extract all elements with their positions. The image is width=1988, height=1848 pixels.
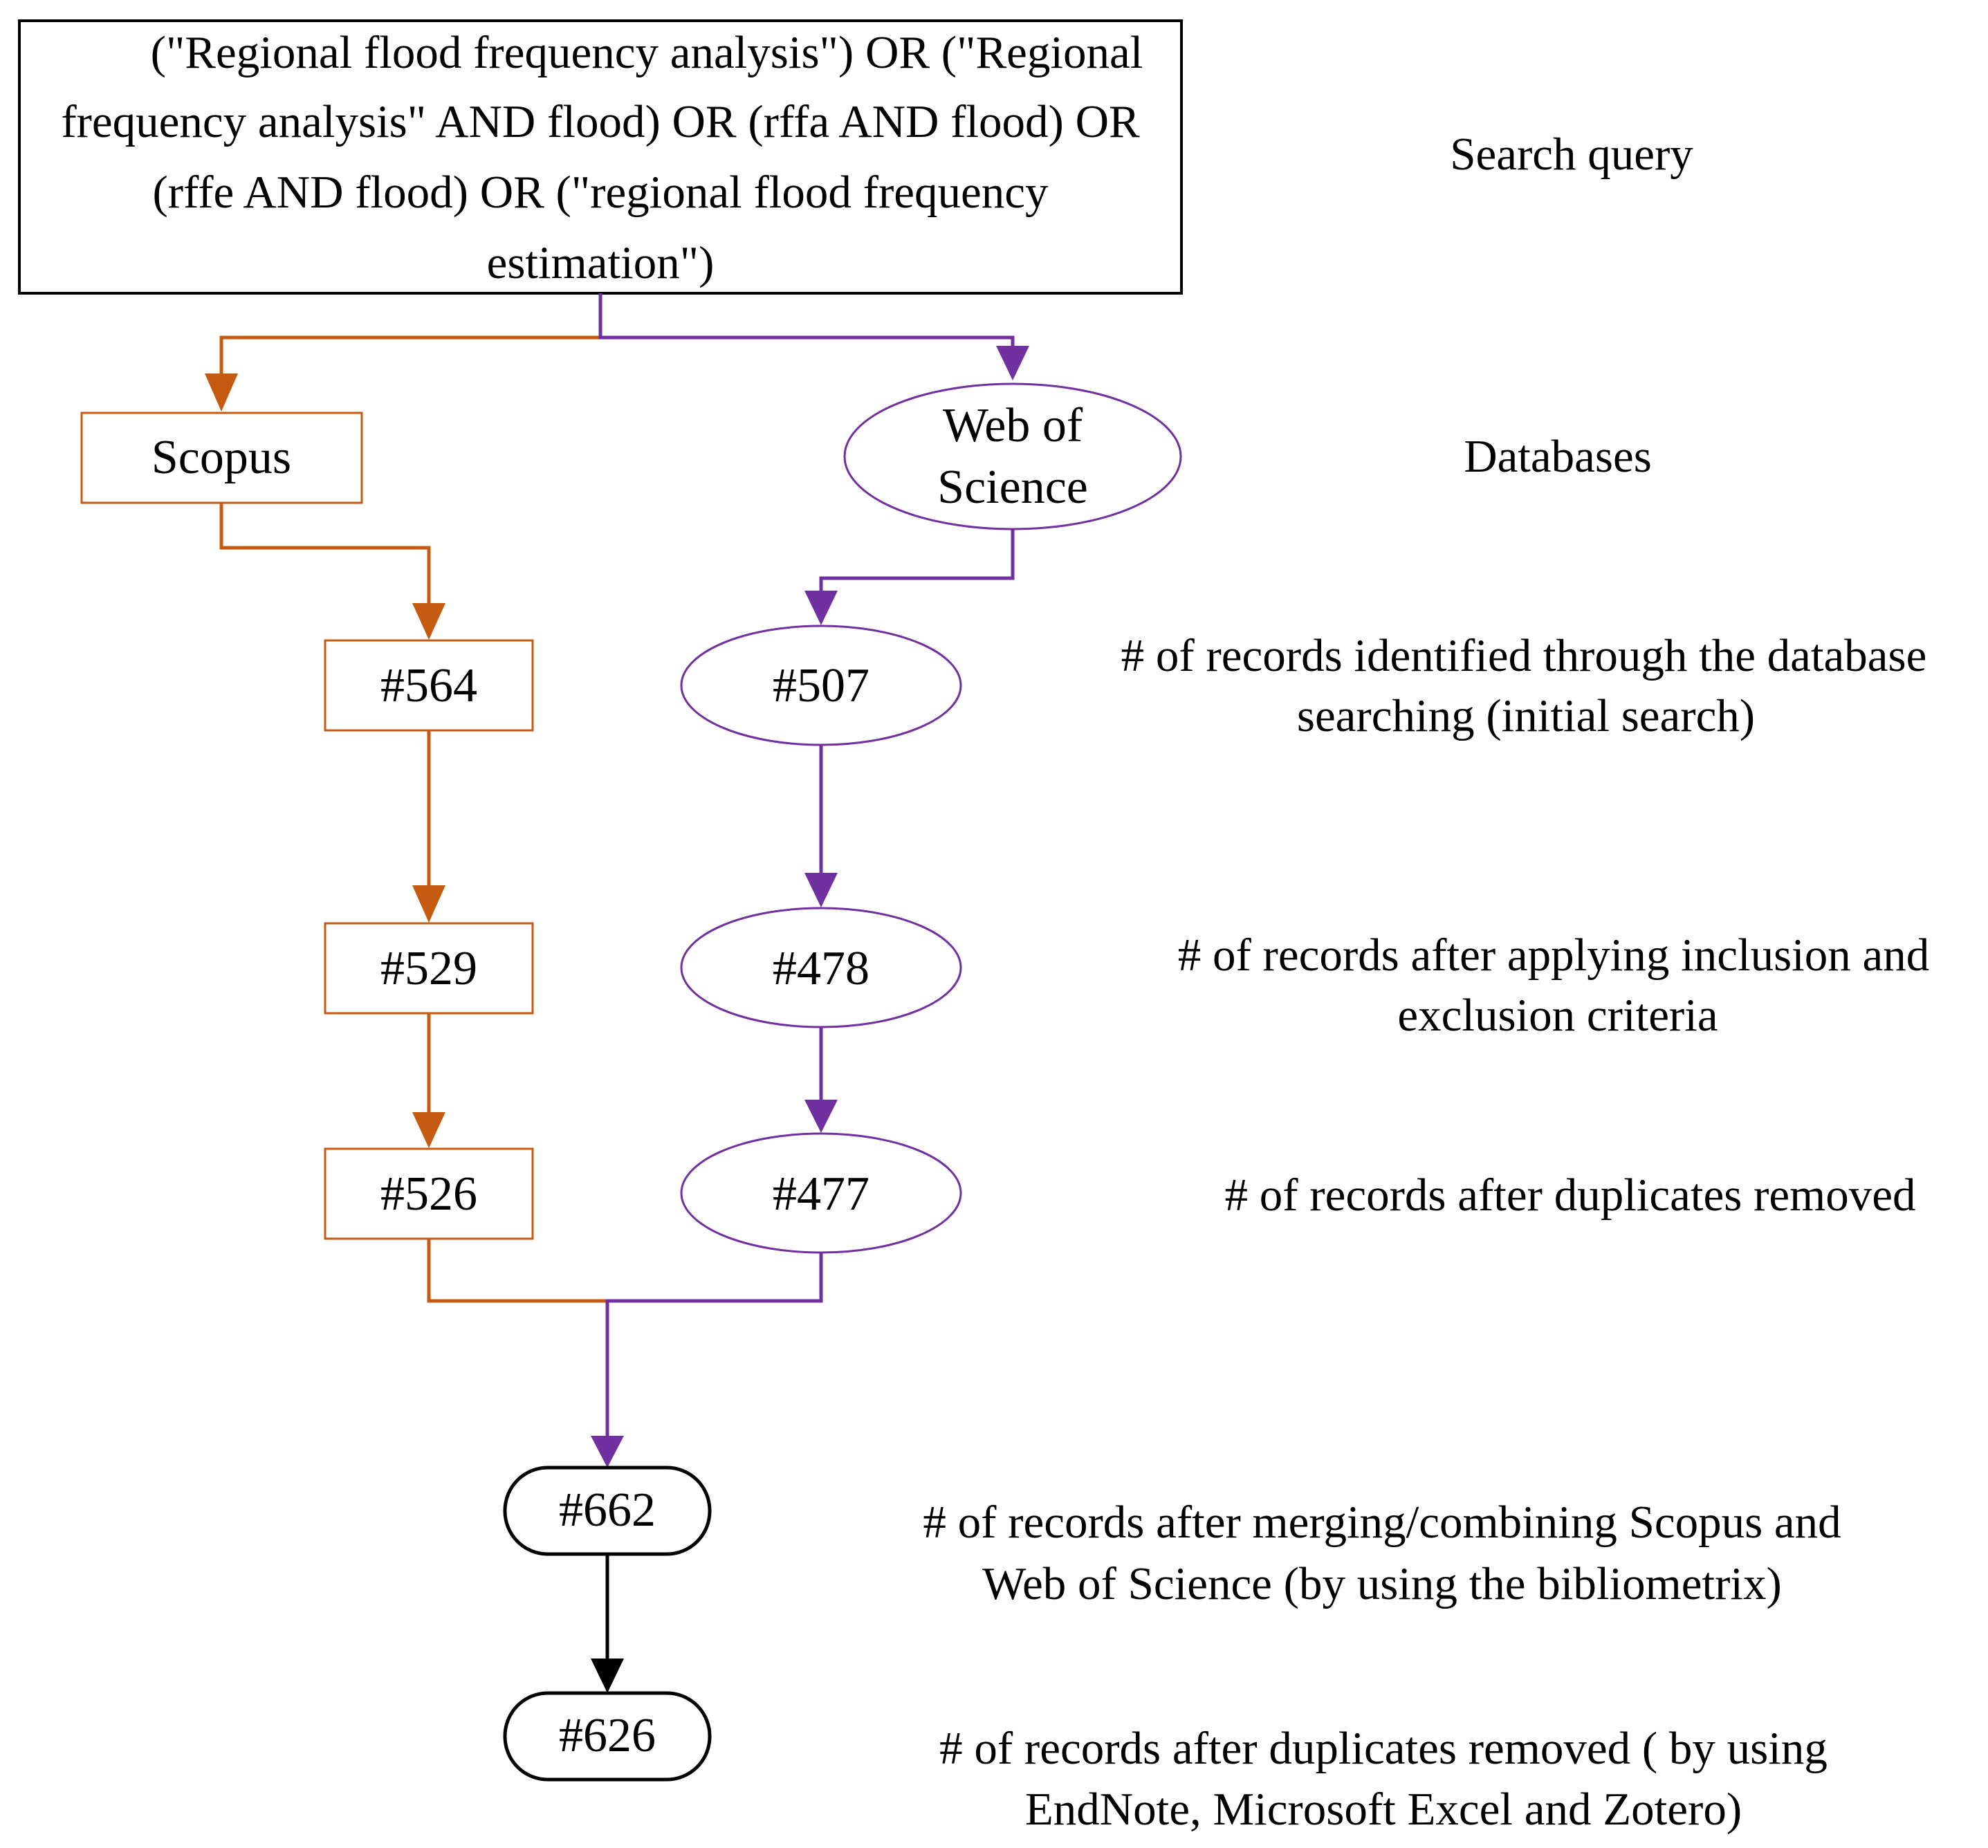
stage-label-merged-line-2: Web of Science (by using the bibliometri… (982, 1558, 1782, 1609)
wos-criteria-count: #478 (773, 942, 869, 995)
stage-label-initial-search-line-1: # of records identified through the data… (1121, 630, 1927, 681)
search-query-line-4: estimation") (487, 237, 715, 288)
scopus-initial-count: #564 (380, 659, 477, 712)
connector-526-to-merge (427, 1239, 607, 1303)
scopus-label: Scopus (151, 431, 291, 484)
connector-query-to-scopus (205, 335, 600, 412)
stage-label-initial-search-line-2: searching (initial search) (1297, 690, 1755, 741)
final-count-pill: #626 (503, 1691, 712, 1782)
connector-662-to-626 (591, 1554, 624, 1693)
connector-query-to-wos (598, 293, 1029, 380)
stage-label-criteria-line-1: # of records after applying inclusion an… (1178, 930, 1930, 981)
scopus-dedup-count-box: #526 (324, 1147, 534, 1240)
stage-label-merged-line-1: # of records after merging/combining Sco… (923, 1497, 1841, 1548)
merged-count-pill: #662 (503, 1466, 712, 1556)
final-count: #626 (559, 1709, 656, 1762)
merged-count: #662 (559, 1484, 656, 1537)
search-query-line-2: frequency analysis" AND flood) OR (rffa … (61, 96, 1140, 147)
connector-wos-to-507 (804, 529, 1015, 625)
stage-label-final-line-1: # of records after duplicates removed ( … (939, 1723, 1828, 1774)
wos-ellipse: Web of Science (843, 382, 1182, 530)
scopus-initial-count-box: #564 (324, 639, 534, 732)
scopus-dedup-count: #526 (380, 1167, 477, 1221)
wos-criteria-count-ellipse: #478 (680, 907, 962, 1028)
wos-initial-count: #507 (773, 659, 869, 712)
connector-564-to-529 (412, 730, 445, 923)
connector-scopus-to-564 (219, 503, 445, 640)
wos-label-line-1: Web of (943, 399, 1083, 452)
stage-label-databases: Databases (1464, 431, 1652, 482)
connector-478-to-477 (804, 1027, 838, 1133)
wos-dedup-count-ellipse: #477 (680, 1132, 962, 1254)
search-query-line-3: (rffe AND flood) OR ("regional flood fre… (153, 167, 1049, 218)
wos-initial-count-ellipse: #507 (680, 625, 962, 746)
connector-477-to-merge (591, 1253, 823, 1468)
stage-label-criteria-line-2: exclusion criteria (1397, 990, 1718, 1041)
wos-label-line-2: Science (937, 461, 1088, 514)
connector-507-to-478 (804, 745, 838, 907)
stage-label-dedup: # of records after duplicates removed (1225, 1170, 1916, 1221)
scopus-criteria-count: #529 (380, 942, 477, 995)
search-query-line-1: ("Regional flood frequency analysis") OR… (151, 27, 1143, 78)
stage-label-search-query: Search query (1450, 129, 1693, 180)
scopus-criteria-count-box: #529 (324, 922, 534, 1015)
wos-dedup-count: #477 (773, 1167, 869, 1221)
connector-529-to-526 (412, 1013, 445, 1148)
scopus-box: Scopus (80, 412, 363, 504)
search-query-box: ("Regional flood frequency analysis") OR… (18, 19, 1183, 295)
stage-label-final-line-2: EndNote, Microsoft Excel and Zotero) (1025, 1784, 1742, 1835)
